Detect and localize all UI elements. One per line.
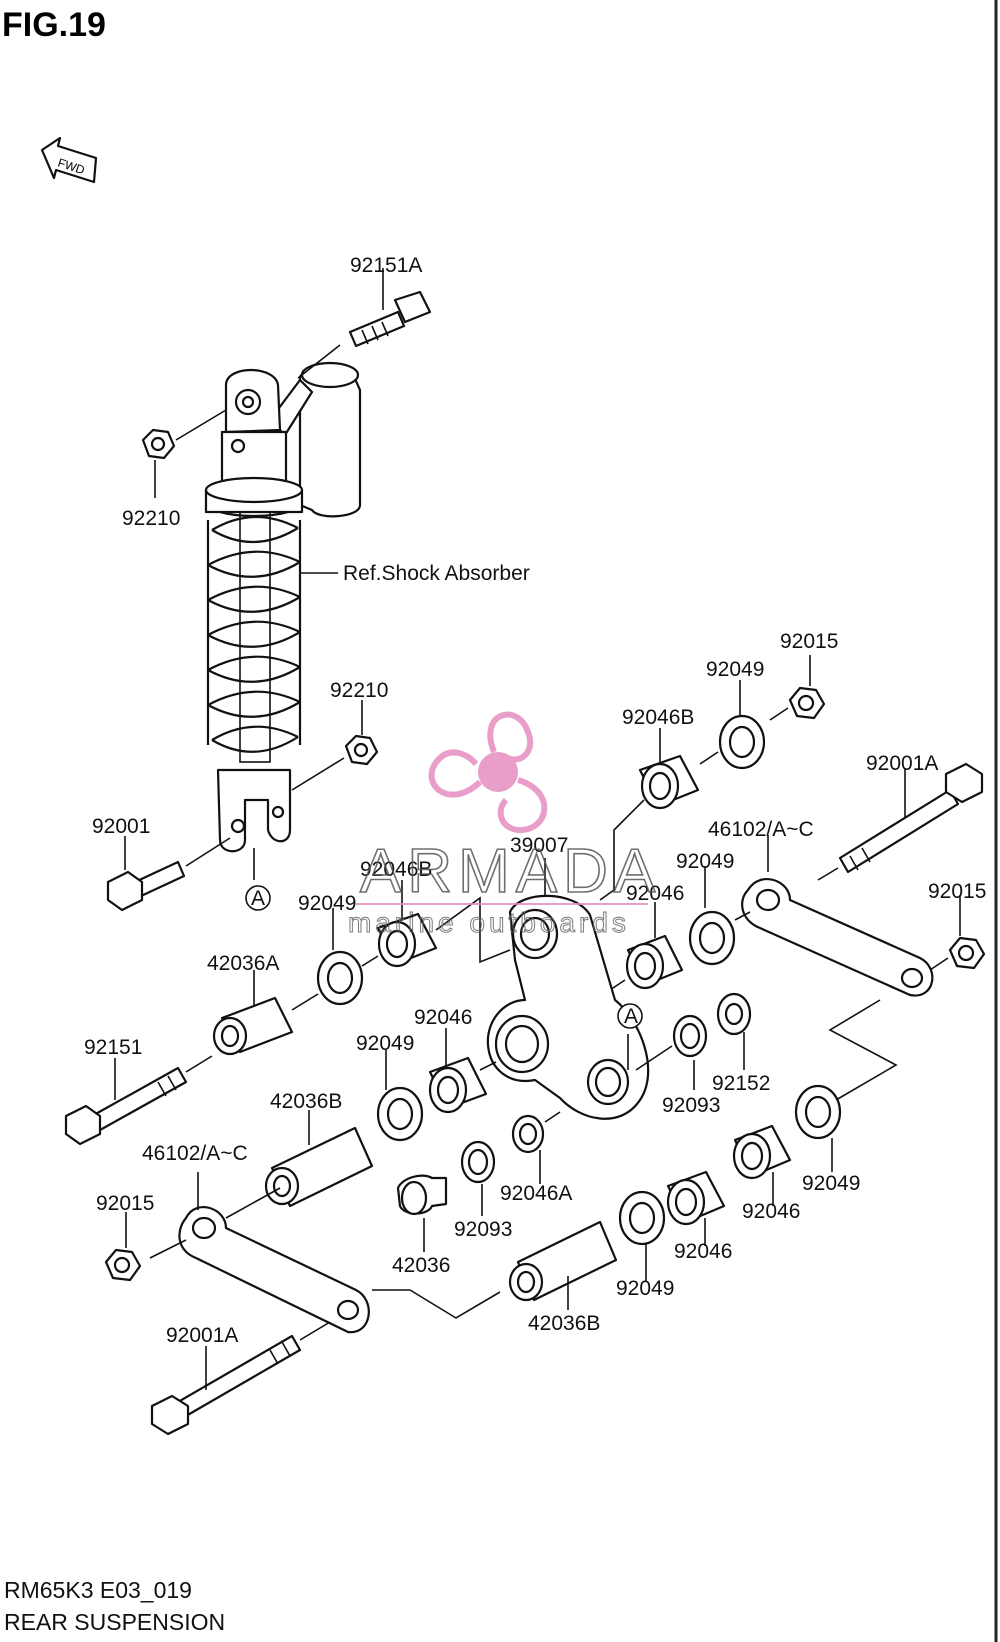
bearing-92046B-top [638,754,700,810]
bearing-92046B-mid [376,912,438,968]
label-92049-lowright: 92049 [802,1172,860,1195]
bolt-92151 [64,1066,188,1146]
bearing-92046-low [666,1170,726,1226]
label-92015-right: 92015 [928,880,986,903]
washer-92049-lowright [794,1084,842,1140]
label-92049-top: 92049 [706,658,764,681]
label-92001: 92001 [92,815,150,838]
label-92210-mid: 92210 [330,679,388,702]
spacer-42036B-low [508,1220,618,1302]
label-92046-center: 92046 [414,1006,472,1029]
label-92049-left: 92049 [298,892,356,915]
armada-watermark: ARMADA marine outboards [348,711,661,939]
washer-92049-top [718,714,766,770]
label-92049-right: 92049 [676,850,734,873]
label-92046B-mid: 92046B [360,858,432,881]
label-92015-left: 92015 [96,1192,154,1215]
label-92046B-top: 92046B [622,706,694,729]
shock-absorber [204,361,362,853]
bearing-92046-center [428,1056,488,1114]
label-92049-center: 92049 [356,1032,414,1055]
spacer-42036B-upper [264,1126,374,1208]
rocker-arm-39007 [486,894,650,1120]
label-92001A-left: 92001A [166,1324,238,1347]
label-92093-low: 92093 [454,1218,512,1241]
watermark-brand: ARMADA [360,837,661,906]
ref-circle-a-left [245,885,271,911]
figure-title: FIG.19 [2,6,106,44]
label-46102-right: 46102/A~C [708,818,814,841]
bolt-92001A-left [150,1334,302,1436]
label-92015-top: 92015 [780,630,838,653]
label-92210-top: 92210 [122,507,180,530]
nut-92210-mid [344,734,379,766]
label-92046A: 92046A [500,1182,572,1205]
washer-92049-left [316,950,364,1006]
seal-92093-low [460,1140,496,1184]
spacer-42036A [212,996,294,1056]
nut-92210-top [141,428,176,460]
label-42036: 42036 [392,1254,450,1277]
bearing-92046-lowright [732,1124,792,1180]
label-92152: 92152 [712,1072,770,1095]
watermark-tagline: marine outboards [348,907,630,938]
label-92046-lowright: 92046 [742,1200,800,1223]
label-42036A: 42036A [207,952,279,975]
label-92001A-right: 92001A [866,752,938,775]
label-46102-left: 46102/A~C [142,1142,248,1165]
label-92151A: 92151A [350,254,422,277]
seal-92093-right [672,1014,708,1058]
link-46102-left [178,1206,370,1334]
label-92151: 92151 [84,1036,142,1059]
label-39007: 39007 [510,834,568,857]
bearing-92046A [511,1114,545,1154]
washer-92049-low [618,1190,666,1246]
washer-92049-center [376,1086,424,1142]
nut-92015-right [948,936,986,970]
collar-42036 [396,1174,448,1216]
label-a-left: A [251,887,265,910]
bolt-92001 [106,860,186,912]
label-42036B-upper: 42036B [270,1090,342,1113]
label-92049-low: 92049 [616,1277,674,1300]
collar-92152 [716,992,752,1036]
label-92046-low: 92046 [674,1240,732,1263]
fwd-arrow-icon: FWD [40,136,98,184]
washer-92049-right [688,910,736,966]
footer-name: REAR SUSPENSION [4,1609,225,1635]
label-92046-right: 92046 [626,882,684,905]
bearing-92046-right [625,934,684,990]
ref-circle-a-right [617,1003,643,1029]
nut-92015-top [788,686,826,720]
propeller-logo-icon [428,711,548,834]
label-92093-right: 92093 [662,1094,720,1117]
nut-92015-left [104,1248,142,1282]
bolt-92001A-right [838,762,984,874]
footer-code: RM65K3 E03_019 [4,1577,192,1603]
label-a-right: A [624,1005,638,1028]
label-42036B-low: 42036B [528,1312,600,1335]
link-46102-right [741,878,934,997]
label-ref-shock-absorber: Ref.Shock Absorber [343,562,530,585]
bolt-92151A [348,290,432,348]
